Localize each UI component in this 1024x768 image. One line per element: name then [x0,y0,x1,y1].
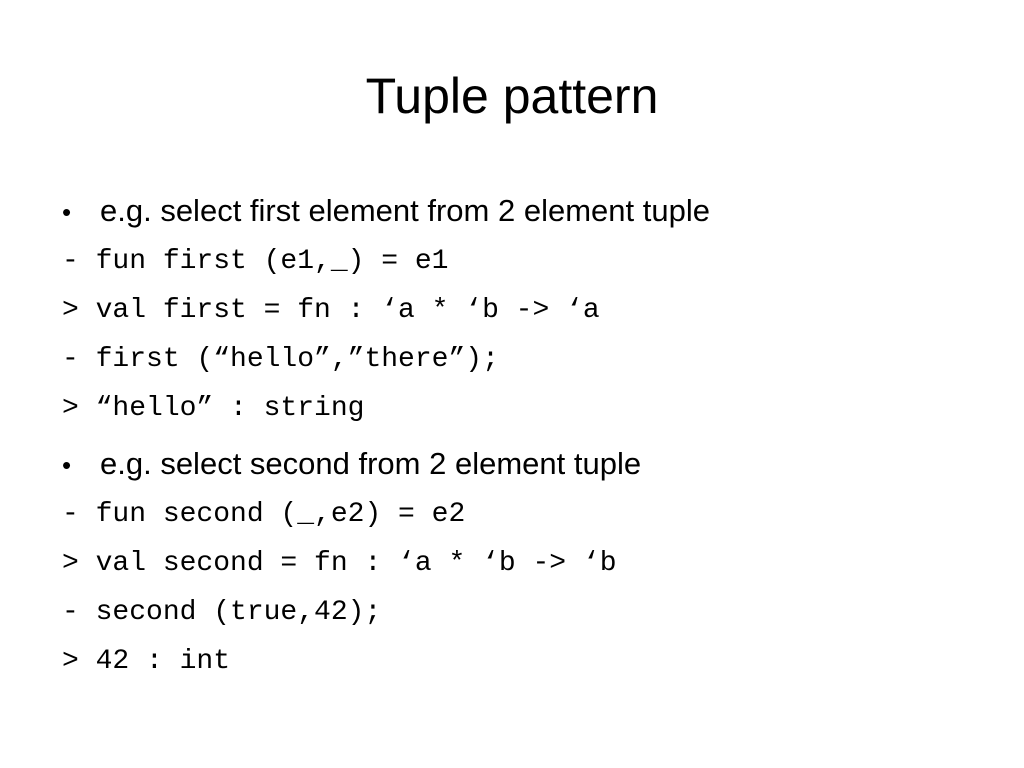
bullet-dot-icon: • [62,450,72,480]
code-line: - first (“hello”,”there”); [62,344,499,375]
code-line: > val second = fn : ‘a * ‘b -> ‘b [62,548,617,579]
code-line: - second (true,42); [62,597,382,628]
bullet-dot-icon: • [62,197,72,227]
code-line: - fun first (e1,_) = e1 [62,246,449,277]
code-line: - fun second (_,e2) = e2 [62,499,466,530]
bullet-item-1: • e.g. select first element from 2 elemen… [62,191,710,232]
bullet-text-2: e.g. select second from 2 element tuple [100,446,642,481]
slide-title: Tuple pattern [365,68,659,124]
code-line: > val first = fn : ‘a * ‘b -> ‘a [62,295,600,326]
bullet-item-2: • e.g. select second from 2 element tuple [62,444,641,485]
bullet-text-1: e.g. select first element from 2 element… [100,193,710,228]
code-line: > “hello” : string [62,393,365,424]
code-line: > 42 : int [62,646,231,677]
